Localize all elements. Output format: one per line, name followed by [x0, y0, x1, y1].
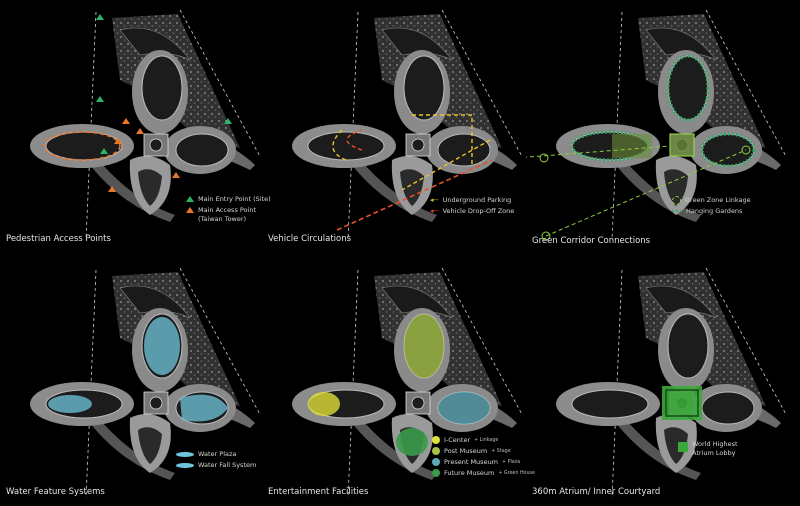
- parking-route: [401, 139, 491, 191]
- present-museum-zone: [438, 392, 490, 424]
- legend: I-Center + Linkage Post Museum + Stage P…: [432, 436, 535, 480]
- legend-label: Underground Parking: [442, 196, 512, 204]
- legend-item: Future Museum + Green House: [432, 469, 535, 478]
- panel-water-features: Water Plaza Water Fall System Water Feat…: [0, 258, 260, 506]
- panel-title: Pedestrian Access Points: [6, 234, 111, 244]
- yellow-dot-icon: [432, 436, 440, 444]
- dashed-circle-icon: [672, 196, 681, 205]
- green-linkage-line: [545, 149, 747, 237]
- yellow-arrow-icon: ◂‑‑: [430, 196, 439, 204]
- hanging-garden: [700, 132, 756, 168]
- legend-item: Green Zone Linkage: [672, 196, 751, 205]
- linkage-node: [741, 145, 751, 155]
- legend-item: Water Plaza: [176, 450, 256, 459]
- legend-label: Present Museum: [444, 458, 499, 466]
- legend-sublabel: + Linkage: [474, 438, 499, 443]
- red-arrow-icon: ◂‑‑: [430, 207, 439, 215]
- legend-label: Post Museum: [444, 447, 488, 455]
- legend-item: Post Museum + Stage: [432, 447, 535, 456]
- legend-sublabel: + Stage: [491, 449, 511, 454]
- future-museum-zone: [396, 428, 428, 456]
- panel-atrium: World Highest Atrium Lobby 360m Atrium/ …: [526, 258, 786, 506]
- panel-title: Vehicle Circulations: [268, 234, 352, 244]
- green-square-icon: [678, 442, 688, 452]
- atrium-core: [665, 389, 699, 417]
- legend-label: Main Entry Point (Site): [198, 195, 271, 203]
- panel-pedestrian-access: Main Entry Point (Site) Main Access Poin…: [0, 0, 271, 248]
- water-fall-icon: [176, 463, 194, 468]
- site-plan-diagram: [291, 9, 522, 241]
- legend-label: I-Center: [444, 436, 471, 444]
- dropoff-route: [336, 159, 493, 231]
- access-markers: [108, 118, 180, 192]
- legend-label: Vehicle Drop-Off Zone: [442, 207, 515, 215]
- water-plaza: [144, 317, 180, 375]
- green-zone: [612, 134, 652, 158]
- green-zone: [669, 133, 695, 157]
- linkage-node: [539, 153, 549, 163]
- panel-entertainment: I-Center + Linkage Post Museum + Stage P…: [262, 258, 535, 506]
- legend-label: Water Fall System: [198, 461, 257, 469]
- legend-item: Main Access Point (Taiwan Tower): [186, 206, 271, 224]
- site-plan-diagram: [555, 267, 786, 499]
- site-plan-diagram: [29, 9, 260, 241]
- atrium-lobby: [662, 386, 702, 420]
- garden-stroke-icon: [672, 210, 682, 216]
- legend-sublabel: + Green House: [498, 471, 535, 476]
- legend: Main Entry Point (Site) Main Access Poin…: [186, 195, 271, 226]
- legend: Green Zone Linkage Hanging Gardens: [672, 196, 751, 218]
- panel-title: 360m Atrium/ Inner Courtyard: [532, 487, 661, 497]
- legend-item: ◂‑‑ Vehicle Drop-Off Zone: [430, 207, 514, 216]
- legend-item: I-Center + Linkage: [432, 436, 535, 445]
- legend-item: Hanging Gardens: [672, 207, 751, 216]
- entry-markers: [96, 14, 232, 154]
- legend: ◂‑‑ Underground Parking ◂‑‑ Vehicle Drop…: [430, 196, 514, 218]
- parking-route: [412, 114, 473, 165]
- access-route: [43, 131, 121, 161]
- legend-item: World Highest Atrium Lobby: [678, 440, 756, 458]
- legend-label: Water Plaza: [198, 450, 237, 458]
- panel-title: Green Corridor Connections: [532, 236, 651, 246]
- water-fall: [180, 394, 228, 422]
- post-museum-zone: [404, 314, 444, 378]
- site-plan-diagram: [29, 267, 260, 499]
- orange-triangle-icon: [186, 207, 194, 213]
- linkage-node: [541, 231, 551, 241]
- site-plan-diagram: [291, 267, 522, 499]
- olive-dot-icon: [432, 447, 440, 455]
- hanging-garden: [666, 54, 710, 122]
- panel-vehicle-circulation: ◂‑‑ Underground Parking ◂‑‑ Vehicle Drop…: [262, 0, 522, 248]
- legend-label: World Highest Atrium Lobby: [692, 440, 738, 457]
- legend-item: Main Entry Point (Site): [186, 195, 271, 204]
- legend-sublabel: + Plaza: [502, 460, 521, 465]
- legend-label: Main Access Point (Taiwan Tower): [198, 206, 257, 223]
- parking-route: [332, 129, 347, 161]
- green-triangle-icon: [186, 196, 194, 202]
- legend-label: Hanging Gardens: [686, 207, 743, 215]
- panel-title: Water Feature Systems: [6, 487, 105, 497]
- site-plan-diagram: [526, 9, 786, 241]
- legend-item: Present Museum + Plaza: [432, 458, 535, 467]
- legend: World Highest Atrium Lobby: [678, 440, 756, 460]
- legend-item: ◂‑‑ Underground Parking: [430, 196, 514, 205]
- green-linkage-line: [526, 145, 671, 158]
- legend: Water Plaza Water Fall System: [176, 450, 256, 472]
- legend-item: Water Fall System: [176, 461, 256, 470]
- i-center-zone: [308, 392, 340, 416]
- panel-title: Entertainment Facilities: [268, 487, 369, 497]
- water-plaza: [48, 395, 92, 413]
- panel-green-corridor: Green Zone Linkage Hanging Gardens Green…: [526, 0, 786, 248]
- water-plaza-icon: [176, 452, 194, 457]
- legend-label: Future Museum: [444, 469, 495, 477]
- teal-dot-icon: [432, 458, 440, 466]
- green-dot-icon: [432, 469, 440, 477]
- legend-label: Green Zone Linkage: [685, 196, 751, 204]
